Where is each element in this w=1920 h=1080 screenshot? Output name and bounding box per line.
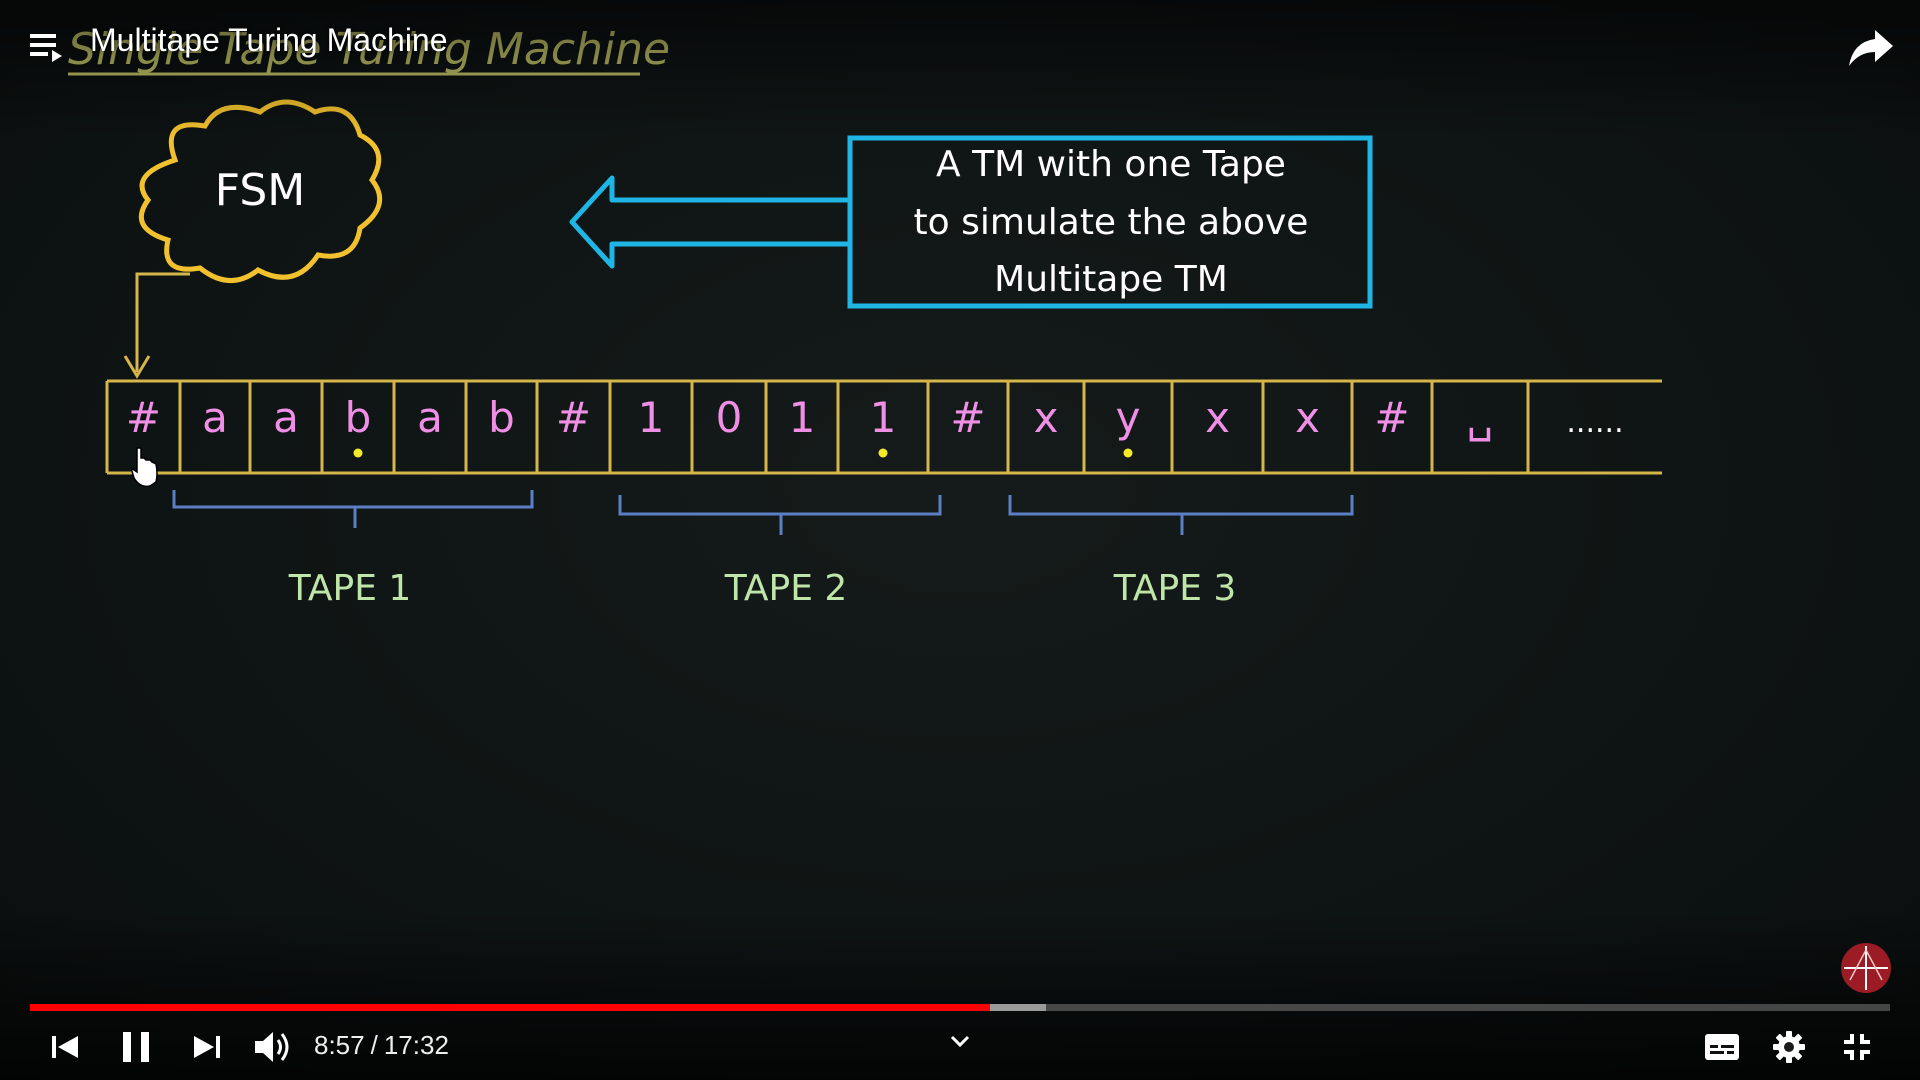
current-time: 8:57: [314, 1030, 365, 1060]
playlist-button[interactable]: [28, 26, 72, 66]
tape-3-brace: [1008, 495, 1354, 535]
volume-icon: [255, 1032, 289, 1062]
duration: 17:32: [383, 1030, 449, 1060]
tape-cell-symbol: b: [488, 393, 515, 442]
mouse-pointer-icon: [129, 447, 158, 488]
fsm-head-connector: [135, 272, 190, 372]
next-icon: [194, 1036, 220, 1058]
channel-watermark[interactable]: [1840, 942, 1892, 994]
exit-fullscreen-icon: [1844, 1034, 1870, 1060]
tape-cell-symbol: #: [556, 393, 591, 442]
tape-cell-symbol: 1: [789, 393, 816, 442]
chapters-toggle[interactable]: [946, 1030, 974, 1052]
exit-fullscreen-button[interactable]: [1838, 1028, 1876, 1066]
fsm-head-arrowhead: [123, 355, 151, 379]
virtual-head-marker: [1123, 448, 1133, 458]
volume-button[interactable]: [252, 1026, 294, 1068]
tape-cell-symbol: 1: [870, 393, 897, 442]
callout-line-3: Multitape TM: [994, 259, 1228, 300]
callout-line-2: to simulate the above: [914, 202, 1309, 243]
fsm-label: FSM: [215, 165, 305, 216]
subtitles-button[interactable]: [1702, 1028, 1742, 1066]
tape-cell-symbol: x: [1034, 393, 1059, 442]
callout-arrow: [569, 175, 850, 269]
tape-cell-symbol: ␣: [1467, 393, 1494, 442]
tape-cell-symbol: 0: [716, 393, 743, 442]
settings-button[interactable]: [1770, 1028, 1808, 1066]
tape-1-brace: [172, 490, 534, 528]
tape-cell-symbol: a: [273, 393, 299, 442]
settings-icon: [1773, 1031, 1805, 1063]
tape-2-label: TAPE 2: [724, 568, 848, 609]
tape-cell-symbol: #: [1374, 393, 1409, 442]
previous-icon: [52, 1036, 78, 1058]
time-display: 8:57/17:32: [314, 1030, 449, 1061]
next-button[interactable]: [190, 1030, 224, 1064]
callout-line-1: A TM with one Tape: [936, 144, 1286, 185]
progress-bar[interactable]: [30, 1004, 1890, 1011]
tape-cell-symbol: a: [202, 393, 228, 442]
share-icon: [1849, 30, 1893, 66]
time-separator: /: [370, 1030, 378, 1060]
subtitles-icon: [1705, 1034, 1739, 1060]
tape-3-label: TAPE 3: [1113, 568, 1237, 609]
pause-icon: [123, 1032, 149, 1062]
tape-cell-symbol: #: [126, 393, 161, 442]
tape-cell-symbol: x: [1295, 393, 1320, 442]
tape-cell-symbol: x: [1205, 393, 1230, 442]
chevron-down-icon: [950, 1035, 970, 1048]
tape-2-brace: [618, 495, 942, 535]
playlist-icon: [30, 34, 62, 62]
previous-button[interactable]: [48, 1030, 82, 1064]
channel-logo-icon: [1841, 943, 1891, 993]
tape-1-label: TAPE 1: [288, 568, 412, 609]
tape-cell-symbol: b: [345, 393, 372, 442]
virtual-head-marker: [878, 448, 888, 458]
share-button[interactable]: [1845, 24, 1897, 72]
tape-cell-symbol: #: [950, 393, 985, 442]
progress-played: [30, 1004, 990, 1011]
virtual-head-marker: [353, 448, 363, 458]
pause-button[interactable]: [118, 1028, 154, 1066]
tape-cell-symbol: a: [417, 393, 443, 442]
tape-cell-symbol: y: [1116, 393, 1141, 442]
tape-cell-symbol: ......: [1566, 405, 1623, 440]
video-title[interactable]: Multitape Turing Machine: [90, 22, 448, 58]
tape-cell-symbol: 1: [638, 393, 665, 442]
fsm-cloud: FSM: [138, 99, 383, 283]
